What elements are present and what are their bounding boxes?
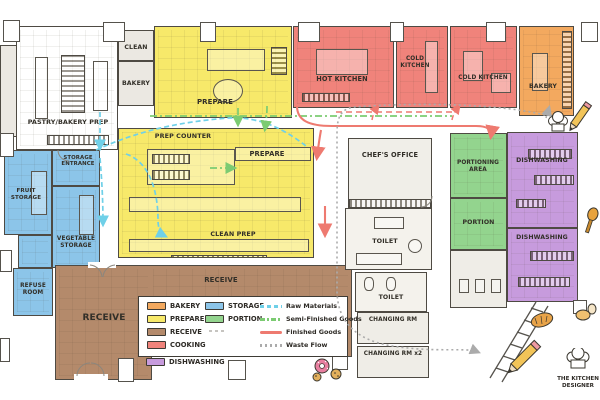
room-bakery-right <box>519 26 574 116</box>
room-fruit-storage <box>4 150 52 235</box>
legend-swatch-dishwashing <box>146 358 165 366</box>
legend-item-cooking: COOKING <box>147 341 206 349</box>
legend-swatch-bakery <box>147 302 166 310</box>
legend-item-prepare: PREPARE <box>147 315 204 323</box>
legend-line-finished-goods <box>260 330 282 334</box>
legend-item-raw-materials: Raw Materials <box>260 302 337 310</box>
legend-item-finished-goods: Finished Goods <box>260 328 341 336</box>
column <box>103 22 125 42</box>
legend-item-receive: RECEIVE <box>147 328 202 336</box>
room-hot-kitchen <box>293 26 394 108</box>
room-pastry-bakery-prep <box>16 26 118 150</box>
column <box>581 22 598 42</box>
door-opening-receive-bottom <box>74 374 108 382</box>
legend-item-dishwashing: DISHWASHING <box>146 358 225 366</box>
legend-dash <box>209 330 225 332</box>
column <box>573 300 587 314</box>
column <box>390 22 404 42</box>
brand-logo: THE KITCHEN DESIGNER <box>556 346 600 390</box>
column <box>298 22 320 42</box>
room-changing-rm <box>357 312 429 344</box>
room-chefs-office <box>348 138 432 208</box>
room-refuse <box>13 268 53 316</box>
croissant-icon <box>530 312 554 328</box>
room-prepare-top <box>154 26 292 118</box>
room-storage-entrance <box>52 150 100 186</box>
legend-line-semi-finished <box>260 317 282 321</box>
legend: BAKERY PREPARE RECEIVE COOKING STORAGE P… <box>138 296 362 357</box>
column <box>0 338 10 362</box>
brand-name-line2: DESIGNER <box>562 382 594 389</box>
pencil-icon <box>507 339 542 374</box>
legend-item-semi-finished: Semi-Finished Goods <box>260 315 362 323</box>
room-dishwashing-upper <box>507 132 578 228</box>
room-portion <box>450 198 507 250</box>
legend-swatch-storage <box>205 302 224 310</box>
brand-name-line1: THE KITCHEN <box>557 376 599 382</box>
column <box>486 22 506 42</box>
room-service-strip <box>0 45 17 137</box>
ladder-illustration <box>489 301 549 383</box>
room-prep-central <box>118 128 314 258</box>
legend-swatch-prepare <box>147 315 166 323</box>
column <box>0 133 14 157</box>
legend-item-storage: STORAGE <box>205 302 264 310</box>
legend-item-waste-flow: Waste Flow <box>260 341 327 349</box>
column <box>118 358 134 382</box>
legend-line-waste-flow <box>260 343 282 347</box>
room-portioning-area <box>450 133 507 198</box>
legend-swatch-portion <box>205 315 224 323</box>
legend-item-portion: PORTION <box>205 315 262 323</box>
spoon-icon <box>584 207 599 234</box>
room-bakery-small <box>118 61 154 106</box>
room-staff <box>450 250 507 308</box>
column <box>3 20 20 42</box>
legend-item-bakery: BAKERY <box>147 302 200 310</box>
door-opening-receive-top <box>88 262 116 268</box>
column <box>0 250 12 272</box>
room-cold-kitchen-1 <box>396 26 448 108</box>
room-storage-utility <box>18 235 52 268</box>
room-vegetable-storage <box>52 186 100 268</box>
room-cold-kitchen-2 <box>450 26 517 108</box>
column <box>228 360 246 380</box>
column <box>200 22 216 42</box>
room-dishwashing-lower <box>507 228 578 302</box>
legend-item-unassigned <box>209 330 225 332</box>
room-toilet-lower <box>355 272 427 312</box>
legend-swatch-cooking <box>147 341 166 349</box>
legend-line-raw-materials <box>260 304 282 308</box>
cookies-icon <box>312 368 342 382</box>
room-changing-rm-x2 <box>357 346 429 378</box>
donut-icon <box>314 358 330 374</box>
room-toilet-upper <box>345 208 432 270</box>
legend-swatch-receive <box>147 328 166 336</box>
chef-hat-icon <box>566 346 590 369</box>
